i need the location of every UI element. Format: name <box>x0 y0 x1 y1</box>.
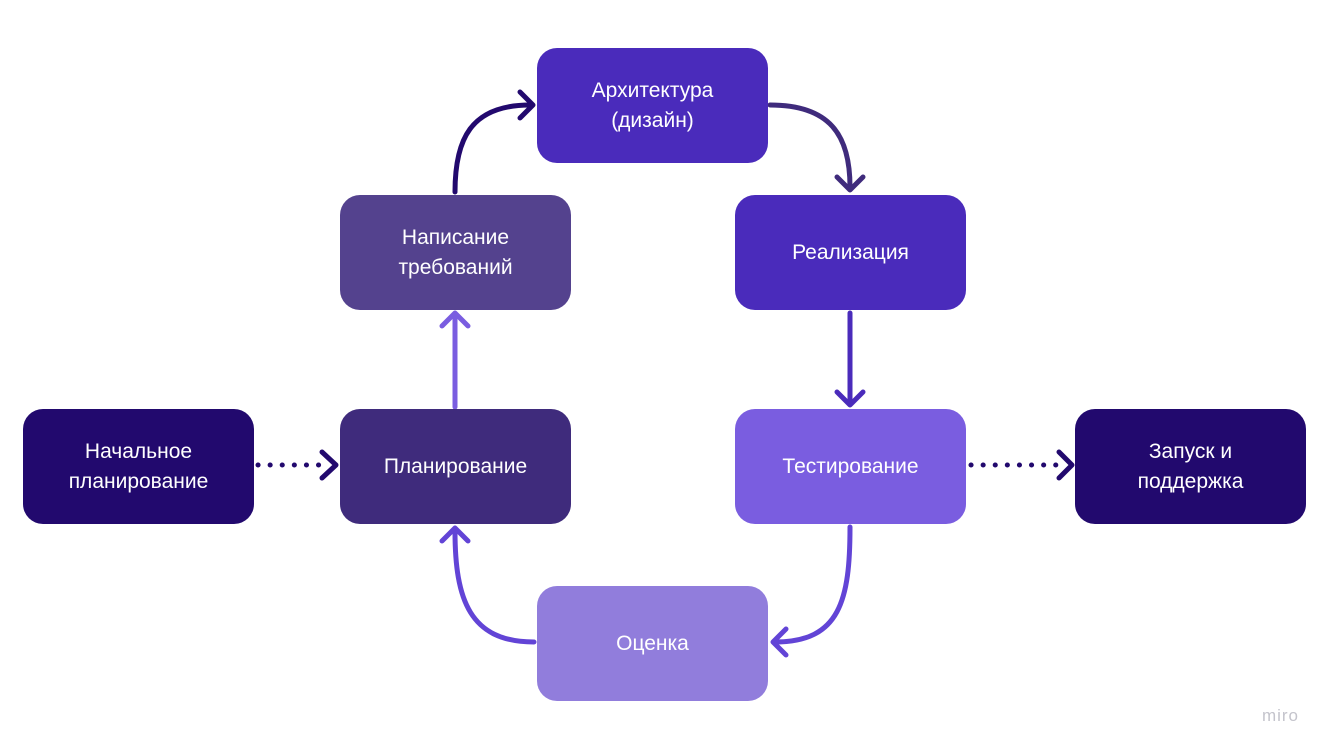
connector-requirements-to-architecture <box>452 89 536 195</box>
connector-testing-to-launch <box>968 449 1075 481</box>
node-testing[interactable]: Тестирование <box>735 409 966 524</box>
connector-planning-to-requirements <box>439 310 471 410</box>
node-evaluation[interactable]: Оценка <box>537 586 768 701</box>
connector-testing-to-evaluation <box>770 524 853 658</box>
connector-implementation-to-testing <box>834 310 866 408</box>
connector-architecture-to-implementation <box>767 102 866 193</box>
miro-watermark: miro <box>1261 706 1299 725</box>
connector-initial-to-planning <box>255 449 339 481</box>
node-implementation[interactable]: Реализация <box>735 195 966 310</box>
node-planning[interactable]: Планирование <box>340 409 571 524</box>
node-initial-planning[interactable]: Начальное планирование <box>23 409 254 524</box>
node-requirements[interactable]: Написание требований <box>340 195 571 310</box>
connector-evaluation-to-planning <box>439 525 537 645</box>
node-architecture[interactable]: Архитектура (дизайн) <box>537 48 768 163</box>
node-launch-support[interactable]: Запуск и поддержка <box>1075 409 1306 524</box>
